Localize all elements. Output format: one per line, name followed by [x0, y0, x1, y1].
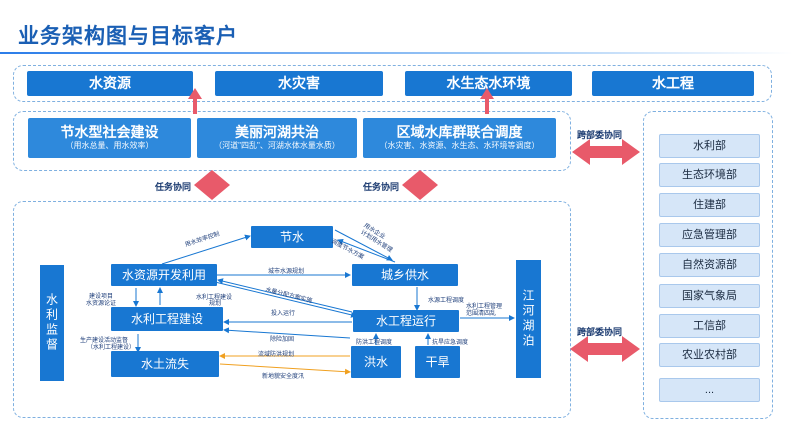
node-engineering-construction: 水利工程建设 — [111, 307, 223, 331]
mid-box-sub: （用水总量、用水效率） — [65, 141, 154, 150]
top-box-water-resources: 水资源 — [27, 71, 193, 96]
edge-label: 水源工程调度 — [428, 298, 465, 304]
business-flow-frame — [13, 201, 571, 418]
mid-box-river-lake: 美丽河湖共治 （河道"四乱"、河湖水体水量水质） — [197, 118, 357, 158]
edge-label: 水利工程管理 — [466, 304, 503, 310]
task-diamond-right — [402, 170, 438, 200]
mid-row-frame — [13, 111, 571, 171]
dept-meteorology: 国家气象局 — [659, 284, 760, 308]
dept-natural-resources: 自然资源部 — [659, 253, 760, 277]
node-soil-erosion: 水土流失 — [111, 351, 219, 377]
edge-label: 建设项目 — [89, 294, 114, 300]
edge-label: 流域防洪规划 — [258, 352, 295, 358]
mid-box-title: 美丽河湖共治 — [235, 124, 319, 140]
edge-label: 水利工程建设 — [196, 295, 233, 301]
top-box-water-disaster: 水灾害 — [215, 71, 383, 96]
task-diamond-left — [194, 170, 230, 200]
edge-label: 规划 — [209, 301, 222, 307]
node-drought: 干旱 — [415, 346, 460, 378]
node-flood: 洪水 — [351, 346, 401, 378]
mid-box-water-saving: 节水型社会建设 （用水总量、用水效率） — [28, 118, 191, 158]
edge-label: 生产建设活动监督 — [80, 338, 129, 344]
cross-ministry-label-bottom: 跨部委协同 — [577, 327, 623, 337]
dept-more: ... — [659, 378, 760, 402]
mid-box-sub: （河道"四乱"、河湖水体水量水质） — [214, 141, 340, 150]
department-panel — [643, 111, 773, 419]
edge-label: 新地貌安全度汛 — [262, 374, 305, 380]
cross-ministry-label-top: 跨部委协同 — [577, 130, 623, 140]
task-coordination-label-left: 任务协同 — [155, 182, 192, 192]
edge-label: 投入运行 — [271, 311, 296, 317]
page-title: 业务架构图与目标客户 — [18, 25, 238, 48]
rivers-lakes-column: 江河湖泊 — [516, 260, 541, 378]
edge-label: 水资源论证 — [86, 301, 117, 307]
title-underline — [0, 52, 793, 54]
edge-label: 抗旱应急调度 — [432, 340, 469, 346]
node-water-saving: 节水 — [251, 226, 333, 248]
node-resource-development: 水资源开发利用 — [111, 264, 217, 286]
edge-label: 城市水源规划 — [268, 269, 305, 275]
mid-box-title: 节水型社会建设 — [60, 124, 159, 140]
top-row-frame — [13, 65, 772, 102]
dept-ecology: 生态环境部 — [659, 163, 760, 187]
mid-box-title: 区域水库群联合调度 — [396, 124, 523, 140]
node-urban-rural-supply: 城乡供水 — [352, 264, 458, 286]
dept-emergency: 应急管理部 — [659, 223, 760, 247]
cross-arrow-top — [572, 139, 640, 165]
mid-box-reservoir: 区域水库群联合调度 （水灾害、水资源、水生态、水环境等调度） — [363, 118, 556, 158]
mid-box-sub: （水灾害、水资源、水生态、水环境等调度） — [379, 141, 540, 150]
dept-agriculture: 农业农村部 — [659, 343, 760, 367]
cross-arrow-bottom — [570, 336, 640, 362]
dept-housing: 住建部 — [659, 193, 760, 217]
edge-label: 防洪工程调度 — [356, 340, 393, 346]
up-arrow-left — [188, 88, 202, 114]
top-box-water-engineering: 水工程 — [592, 71, 754, 96]
supervision-column: 水利监督 — [40, 265, 64, 381]
node-engineering-operation: 水工程运行 — [353, 310, 459, 332]
edge-label: 范围清四乱 — [466, 311, 497, 317]
task-coordination-label-right: 任务协同 — [363, 182, 400, 192]
up-arrow-right — [480, 88, 494, 114]
dept-industry: 工信部 — [659, 314, 760, 338]
dept-water-resources: 水利部 — [659, 134, 760, 158]
edge-label: 除险加固 — [270, 337, 295, 343]
edge-label: （水利工程建设） — [87, 345, 136, 351]
